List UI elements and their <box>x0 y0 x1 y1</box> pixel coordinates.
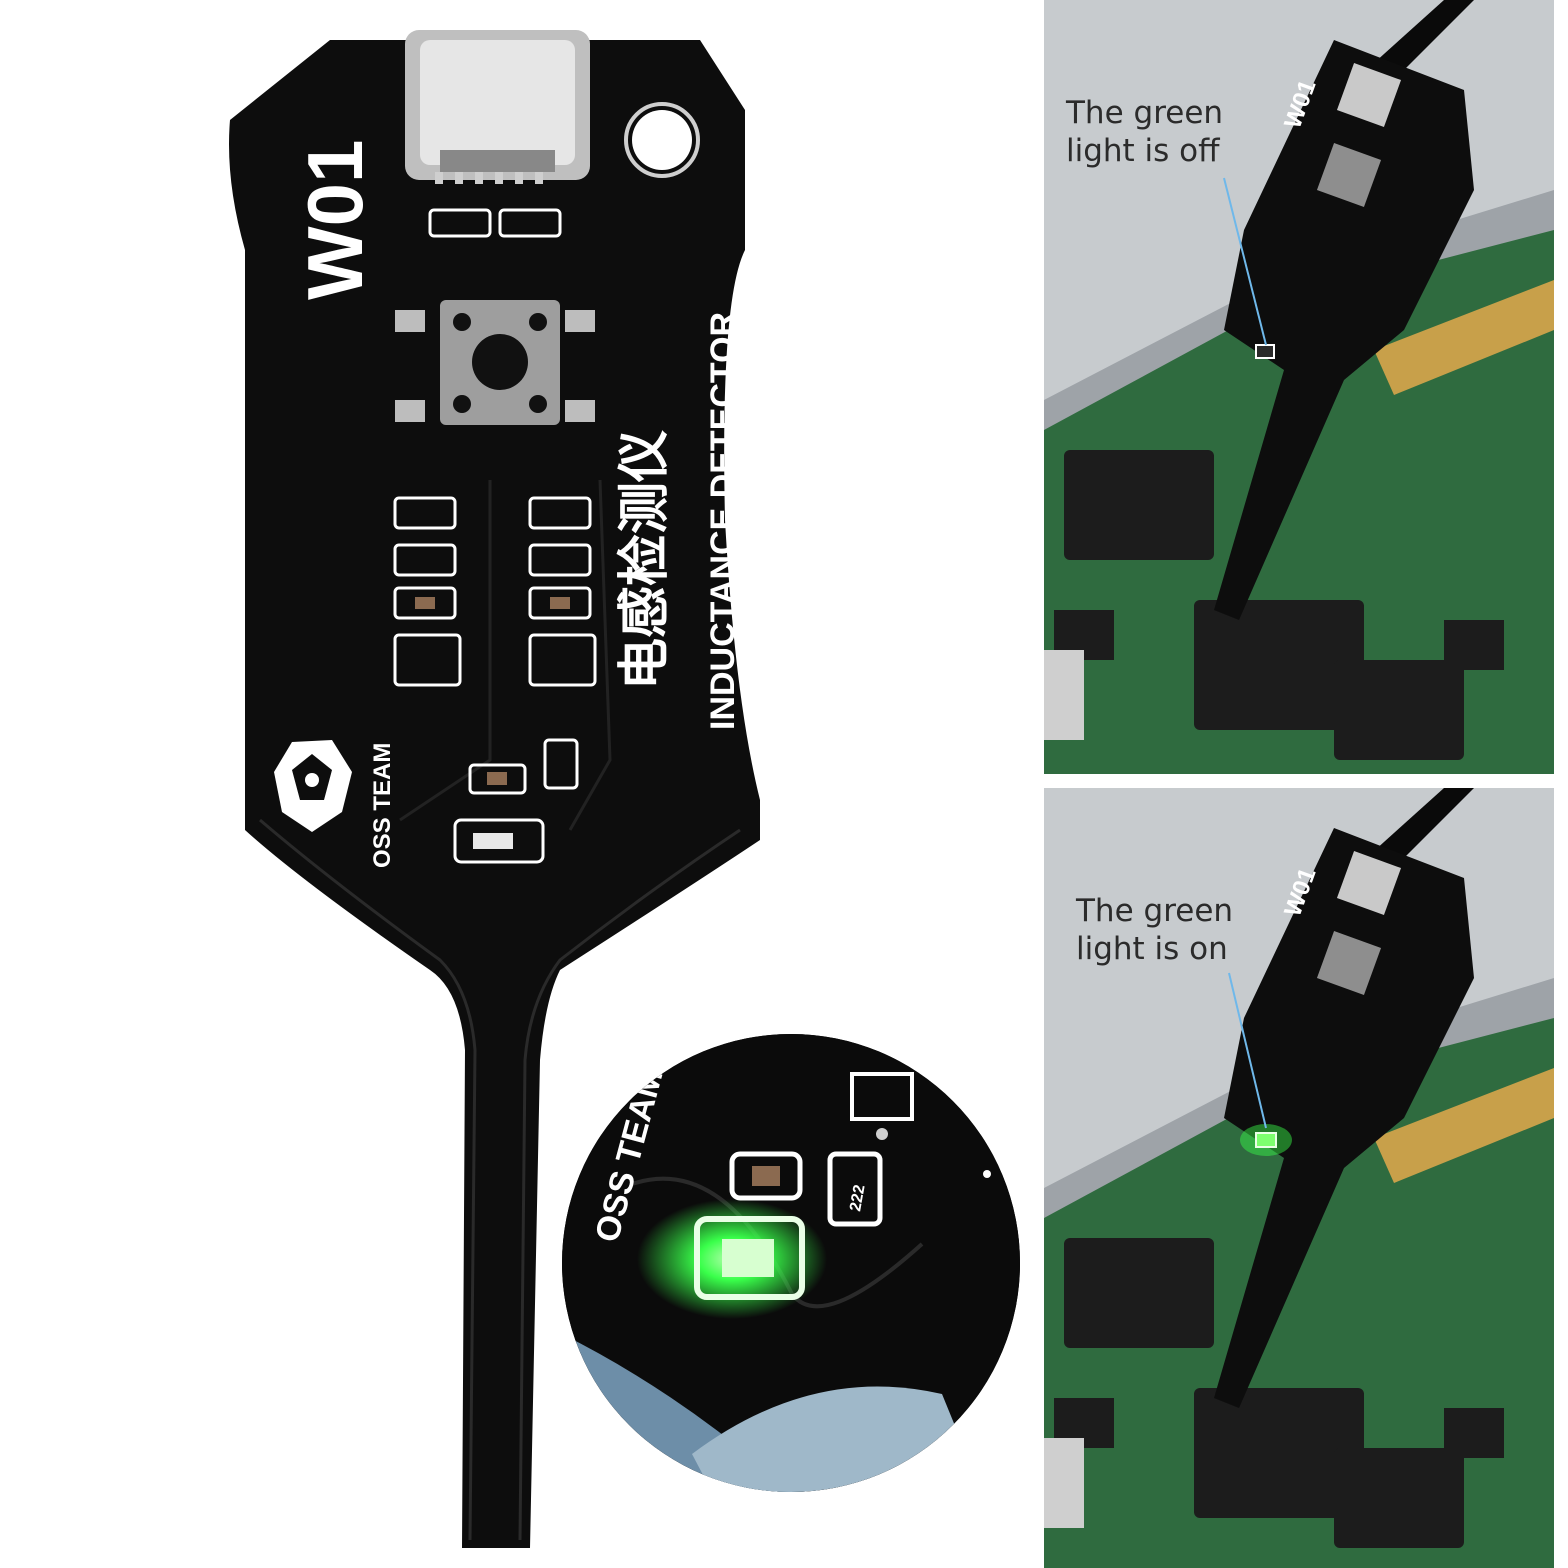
tactile-button <box>395 300 595 425</box>
led-zoom-circle: OSS TEAM 222 <box>562 1034 1020 1492</box>
english-title: INDUCTANCE DETECTOR <box>704 312 742 730</box>
caption-led-on: The green light is on <box>1076 893 1234 967</box>
mounting-hole <box>632 110 692 170</box>
inset-led-on: W01 The green light is on <box>1044 788 1554 1568</box>
caption-led-off: The green light is off <box>1066 95 1224 169</box>
inset-led-off: W01 The green light is off <box>1044 0 1554 774</box>
pointer-line <box>1228 972 1267 1129</box>
chinese-title: 电感检测仪 <box>616 430 674 690</box>
detector-probe <box>1214 828 1474 1408</box>
detector-probe <box>1214 40 1474 620</box>
zoom-component-label: 222 <box>847 1183 868 1212</box>
pcb-board-illustration: W01 电感检测仪 INDUCTANCE DETECTOR OSS TEAM <box>229 30 760 1548</box>
oss-team-logo <box>274 740 352 832</box>
usb-c-connector <box>405 30 590 184</box>
brand-label: OSS TEAM <box>369 743 396 868</box>
pointer-line <box>1223 177 1267 346</box>
model-label: W01 <box>291 140 379 300</box>
green-led-lit <box>1255 1132 1277 1148</box>
main-product-view: W01 电感检测仪 INDUCTANCE DETECTOR OSS TEAM <box>229 30 1020 1548</box>
